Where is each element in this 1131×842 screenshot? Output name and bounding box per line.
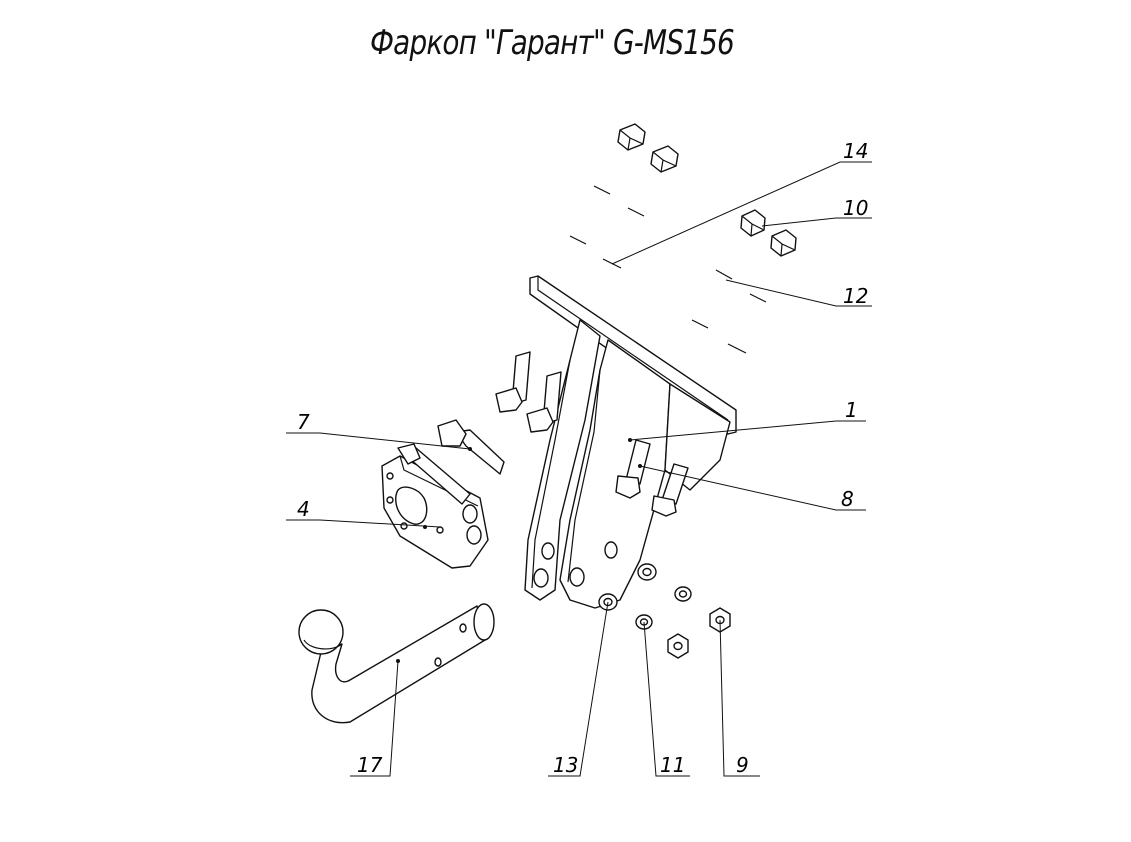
callout-10: 10 xyxy=(843,196,868,220)
bolt-7 xyxy=(437,419,505,475)
nut-top-2 xyxy=(650,145,679,173)
nut-top-1 xyxy=(617,123,646,151)
drawing-title: Фаркоп "Гарант" G-MS156 xyxy=(370,23,735,63)
tow-ball-hook xyxy=(298,603,495,724)
callout-14: 14 xyxy=(843,139,868,163)
callout-1: 1 xyxy=(845,398,858,422)
washer-11-a xyxy=(674,586,692,602)
callout-17: 17 xyxy=(357,753,383,777)
spring-washers-right xyxy=(691,269,767,354)
callout-8: 8 xyxy=(841,487,854,511)
nut-right-1 xyxy=(740,209,766,237)
bolt-8-a xyxy=(615,439,651,499)
main-bracket-frame xyxy=(524,275,737,609)
callout-9: 9 xyxy=(736,753,749,777)
nut-right-2 xyxy=(770,229,797,257)
callout-7: 7 xyxy=(297,410,310,434)
bolt-upper-1 xyxy=(495,351,531,413)
callout-13: 13 xyxy=(553,753,578,777)
callout-11: 11 xyxy=(660,753,685,777)
bolt-lower-plate xyxy=(397,443,471,505)
leader-lines xyxy=(286,161,872,777)
bolt-upper-2 xyxy=(526,371,562,433)
bolt-8-b xyxy=(651,463,689,517)
washer-13-a xyxy=(637,563,657,581)
callout-12: 12 xyxy=(843,284,868,308)
spring-washers-left xyxy=(569,185,645,269)
nut-9-b xyxy=(667,633,689,659)
callout-4: 4 xyxy=(297,497,310,521)
